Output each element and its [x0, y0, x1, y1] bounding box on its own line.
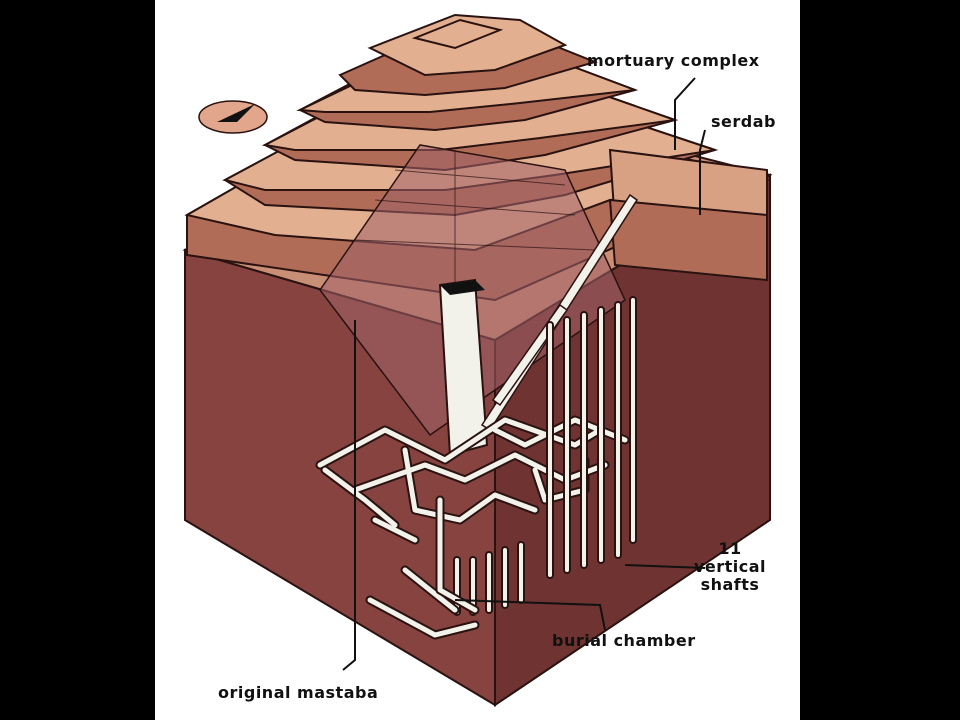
label-mortuary-complex: mortuary complex [587, 51, 760, 70]
diagram-canvas: mortuary complex serdab 11 vertical shaf… [155, 0, 800, 720]
lower-tunnels [365, 495, 480, 640]
leader-serdab [699, 129, 706, 215]
label-serdab: serdab [711, 112, 776, 131]
leader-original-mastaba [342, 320, 356, 671]
central-shaft [438, 278, 489, 457]
compass-icon [198, 100, 268, 134]
label-vertical-shafts-word: vertical [693, 557, 767, 576]
label-vertical-shafts: 11 vertical shafts [680, 540, 780, 594]
vertical-shafts-group [453, 296, 637, 616]
leader-mortuary-complex [674, 77, 696, 150]
label-vertical-shafts-noun: shafts [700, 575, 760, 594]
leader-lines [342, 77, 706, 671]
label-burial-chamber: burial chamber [552, 631, 696, 650]
label-original-mastaba: original mastaba [218, 683, 379, 702]
label-vertical-shafts-count: 11 [718, 539, 742, 558]
pyramid-steps [184, 13, 771, 302]
step-pyramid-cutaway [182, 13, 773, 707]
leader-vertical-shafts [624, 564, 706, 569]
leader-burial-chamber [454, 599, 606, 631]
